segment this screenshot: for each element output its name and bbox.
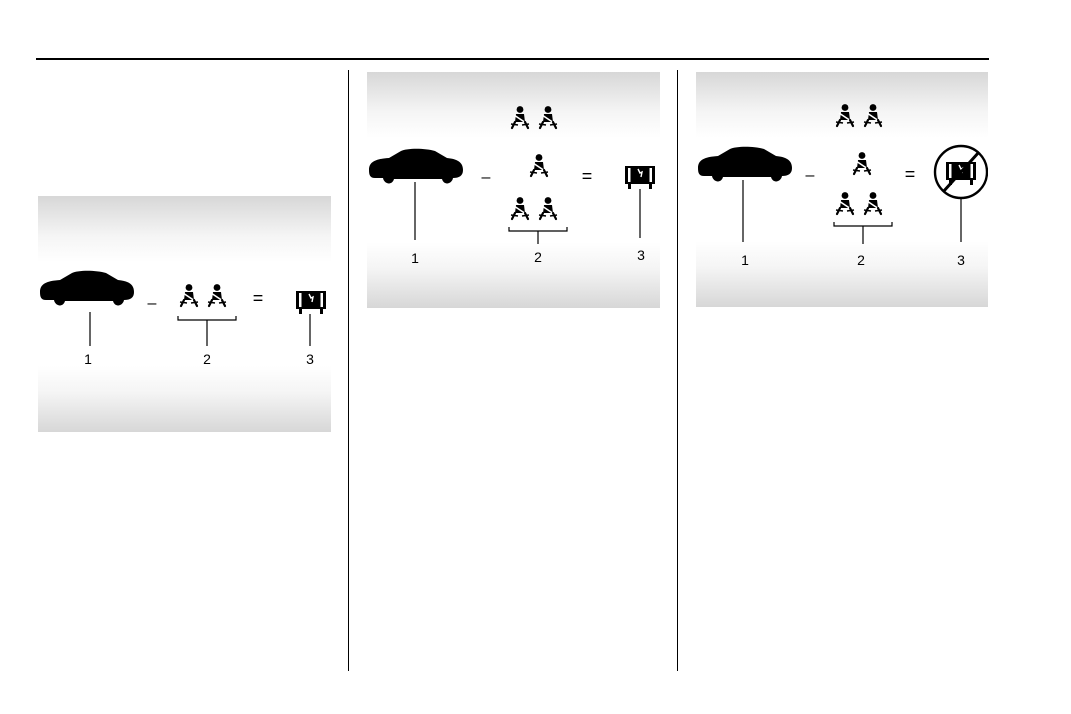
occupant-icon: [539, 197, 557, 219]
occupant-icon: [836, 192, 854, 214]
equals-sign: =: [905, 164, 916, 184]
callout-2: 2: [857, 252, 865, 268]
callout-2: 2: [203, 351, 211, 367]
figure-2: – = 1 2 3: [367, 72, 660, 308]
callout-3: 3: [637, 247, 645, 263]
callout-2: 2: [534, 249, 542, 265]
column-divider-right: [677, 70, 678, 671]
header-rule: [36, 58, 989, 60]
occupant-bracket: [178, 316, 236, 320]
car-icon: [369, 149, 463, 184]
car-icon: [698, 147, 792, 182]
callout-1: 1: [411, 250, 419, 266]
luggage-icon: [625, 166, 655, 189]
callout-3: 3: [306, 351, 314, 367]
luggage-icon: [296, 291, 326, 314]
minus-sign: –: [148, 295, 157, 312]
occupant-icon: [836, 104, 854, 126]
minus-sign: –: [482, 169, 491, 186]
occupant-icon: [208, 284, 226, 306]
figure-3: – = 1 2 3: [696, 72, 988, 307]
occupant-icon: [853, 152, 871, 174]
occupant-icon: [530, 154, 548, 176]
occupant-icon: [539, 106, 557, 128]
minus-sign: –: [806, 167, 815, 184]
no-luggage-icon: [935, 146, 987, 198]
occupant-icon: [511, 197, 529, 219]
occupant-bracket: [509, 227, 567, 231]
callout-3: 3: [957, 252, 965, 268]
occupant-icon: [180, 284, 198, 306]
car-icon: [40, 271, 134, 306]
callout-1: 1: [84, 351, 92, 367]
equals-sign: =: [253, 288, 264, 308]
occupant-icon: [864, 192, 882, 214]
occupant-bracket: [834, 222, 892, 226]
occupant-icon: [864, 104, 882, 126]
callout-1: 1: [741, 252, 749, 268]
column-divider-left: [348, 70, 349, 671]
figure-1: – = 1 2 3: [38, 196, 331, 432]
equals-sign: =: [582, 166, 593, 186]
occupant-icon: [511, 106, 529, 128]
